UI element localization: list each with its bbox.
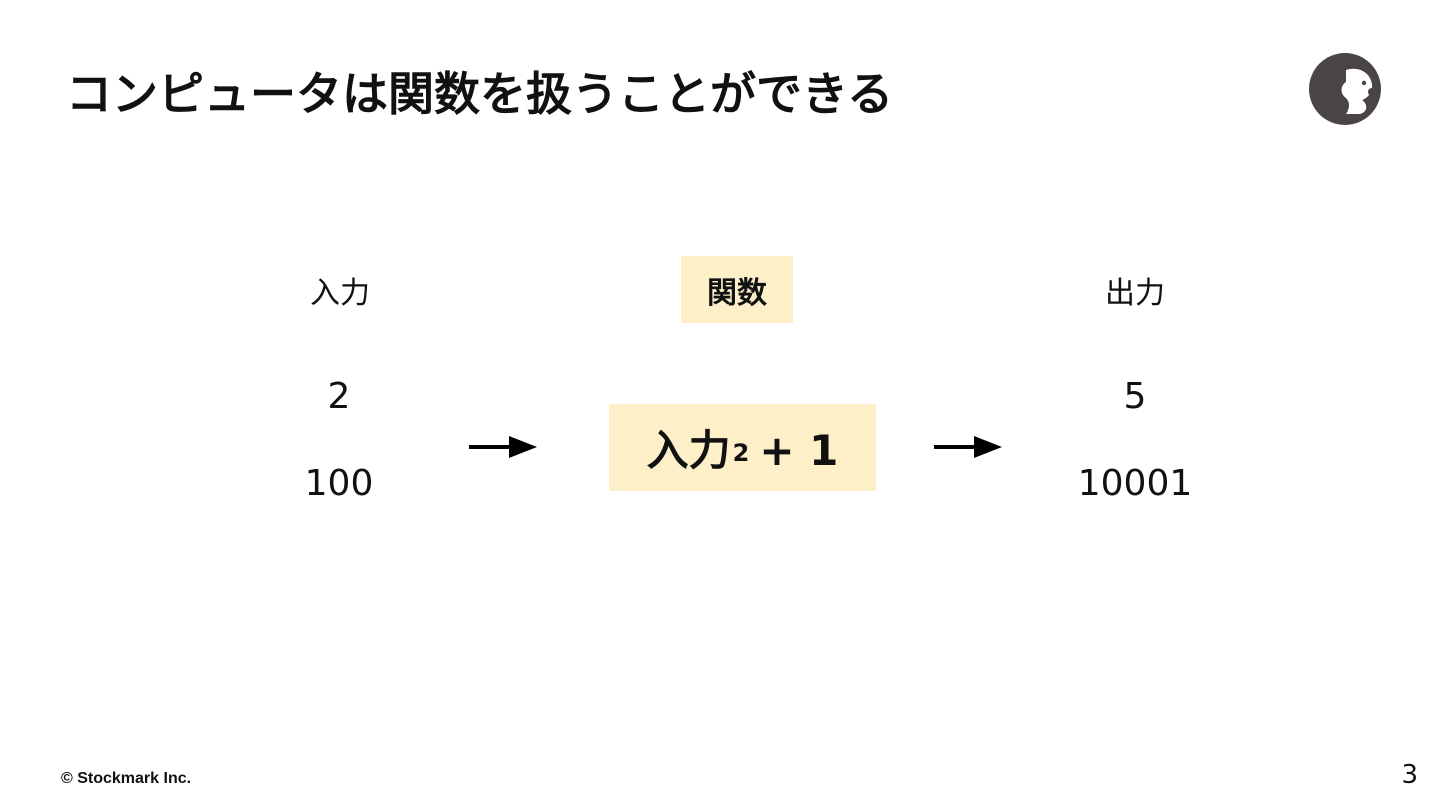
output-value-1: 5 [1123, 376, 1147, 417]
copyright: © Stockmark Inc. [61, 770, 192, 787]
input-column-label: 入力 [310, 276, 370, 311]
output-column-label: 出力 [1105, 276, 1165, 311]
formula-base: 入力 [646, 426, 731, 475]
function-label-box: 関数 [681, 256, 793, 323]
squirrel-icon [1309, 53, 1381, 125]
slide-title: コンピュータは関数を扱うことができる [66, 67, 894, 121]
arrow-right-icon [934, 436, 1002, 458]
input-value-1: 2 [327, 376, 351, 417]
formula-rest: + 1 [759, 426, 839, 475]
function-label: 関数 [707, 275, 767, 311]
output-value-2: 10001 [1077, 463, 1193, 504]
formula-exponent: 2 [732, 439, 750, 467]
input-value-2: 100 [304, 463, 374, 504]
page-number: 3 [1401, 760, 1418, 790]
arrow-right-icon [469, 436, 537, 458]
